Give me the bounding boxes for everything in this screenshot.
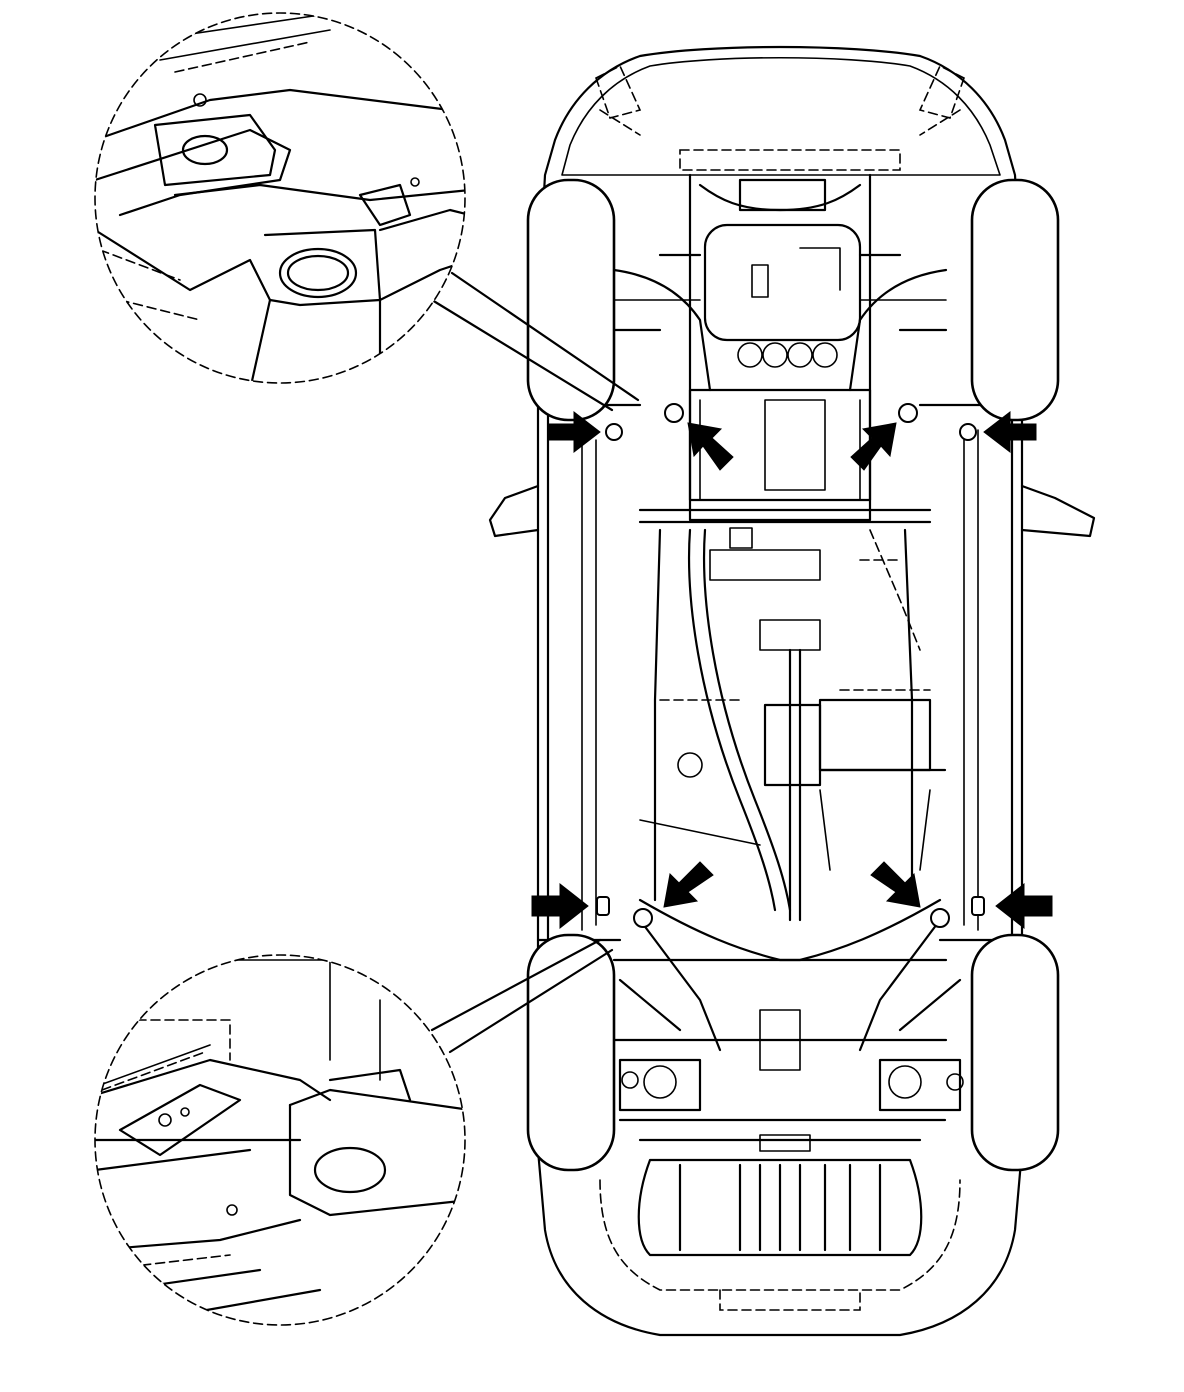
rear-subframe [612,898,964,1152]
left-mirror [488,484,540,538]
rear-right-outer-lift-point [971,896,985,916]
arrow-left-icon [995,882,1053,930]
front-left-inner-lift-point [664,403,684,423]
front-right-inner-lift-point [898,403,918,423]
arrow-left-icon [983,410,1037,454]
rear-left-inner-lift-point [633,908,653,928]
lift-point-arrows [531,410,1053,930]
arrow-diagonal-down-right-icon [870,861,921,908]
wheels [526,178,1060,1172]
lift-point-bolts [596,403,985,928]
arrow-diagonal-up-left-icon [687,422,734,471]
rear-left-outer-lift-point [596,896,610,916]
leader-lines [430,271,640,1054]
center-floor [639,527,947,922]
rear-lift-point-detail [94,954,466,1326]
rear-right-wheel [970,933,1060,1172]
front-subframe [612,149,948,524]
arrow-right-icon [531,882,589,930]
arrow-diagonal-up-right-icon [850,422,897,471]
front-left-outer-lift-point [605,423,623,441]
front-lift-point-detail [94,12,466,384]
arrow-right-icon [547,410,601,454]
arrow-diagonal-down-left-icon [663,861,714,908]
rear-right-inner-lift-point [930,908,950,928]
rear-tank [599,1158,961,1311]
front-right-wheel [970,178,1060,422]
rear-left-wheel [526,933,616,1172]
front-right-outer-lift-point [959,423,977,441]
right-mirror [1020,484,1096,538]
